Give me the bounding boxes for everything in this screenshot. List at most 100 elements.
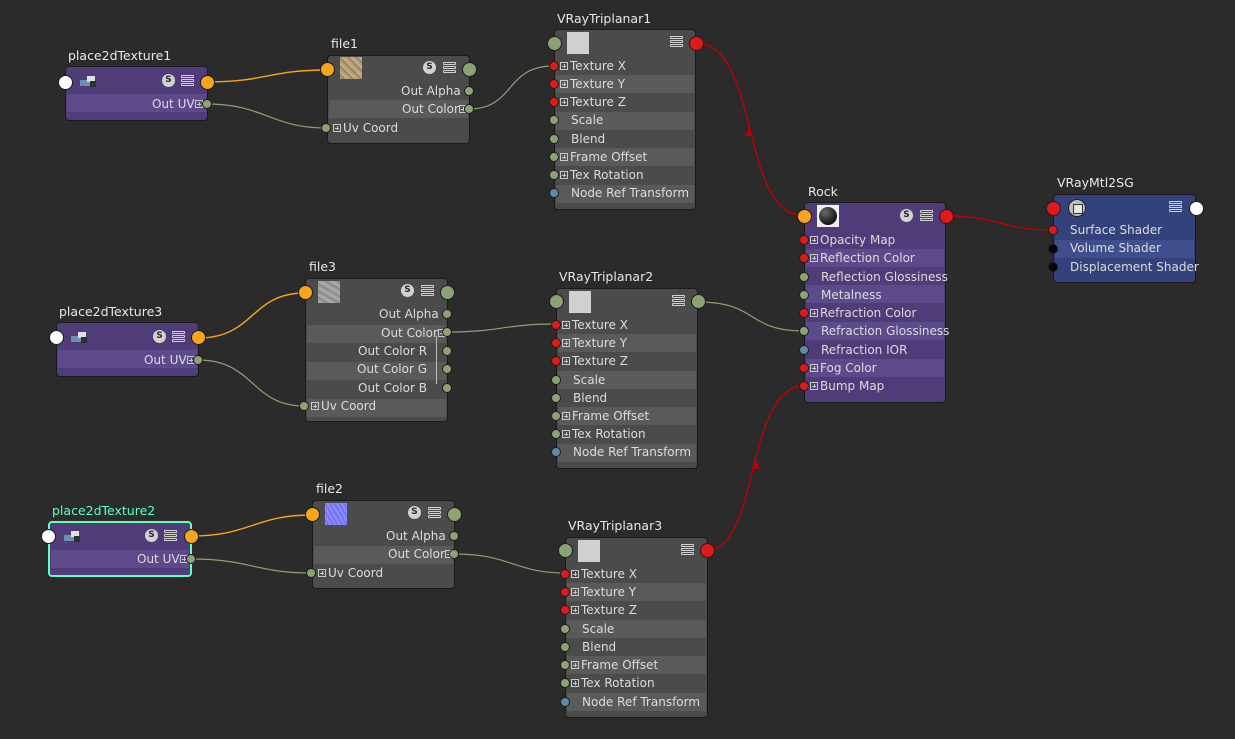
port-uv-coord[interactable]	[306, 568, 316, 578]
port-output[interactable]	[184, 529, 199, 544]
expand-plus-icon[interactable]	[560, 170, 568, 179]
swatch-badge-icon[interactable]: S	[401, 284, 414, 297]
port-opacity-map[interactable]	[799, 235, 809, 245]
expand-plus-icon[interactable]	[560, 152, 568, 161]
port-output[interactable]	[689, 36, 704, 51]
port-tex-rotation[interactable]	[560, 678, 570, 688]
port-texture-z[interactable]	[549, 97, 559, 107]
port-frame-offset[interactable]	[549, 152, 559, 162]
port-displacement-shader[interactable]	[1048, 262, 1058, 272]
port-out-color-g[interactable]	[442, 364, 452, 374]
attribute-menu-icon[interactable]	[421, 285, 434, 297]
port-refraction-glossiness[interactable]	[799, 326, 809, 336]
port-scale[interactable]	[551, 375, 561, 385]
attribute-menu-icon[interactable]	[172, 331, 185, 343]
expand-plus-icon[interactable]	[562, 338, 570, 347]
expand-plus-icon[interactable]	[571, 660, 579, 669]
port-refraction-ior[interactable]	[799, 345, 809, 355]
expand-plus-icon[interactable]	[318, 568, 326, 577]
port-volume-shader[interactable]	[1048, 244, 1058, 254]
port-input[interactable]	[558, 543, 573, 558]
swatch-badge-icon[interactable]: S	[408, 506, 421, 519]
node-rock[interactable]	[804, 202, 946, 403]
attribute-menu-icon[interactable]	[164, 530, 177, 542]
port-input[interactable]	[1046, 201, 1061, 216]
port-out-color[interactable]	[449, 549, 459, 559]
port-texture-x[interactable]	[549, 61, 559, 71]
expand-plus-icon[interactable]	[560, 61, 568, 70]
port-fog-color[interactable]	[799, 363, 809, 373]
port-node-ref-transform[interactable]	[551, 447, 561, 457]
port-tex-rotation[interactable]	[549, 170, 559, 180]
port-blend[interactable]	[560, 642, 570, 652]
expand-plus-icon[interactable]	[810, 308, 818, 317]
port-output[interactable]	[447, 507, 462, 522]
expand-plus-icon[interactable]	[810, 363, 818, 372]
port-out-alpha[interactable]	[449, 531, 459, 541]
port-frame-offset[interactable]	[551, 411, 561, 421]
attribute-menu-icon[interactable]	[181, 75, 194, 87]
port-input[interactable]	[305, 507, 320, 522]
attribute-menu-icon[interactable]	[670, 36, 683, 48]
expand-plus-icon[interactable]	[560, 97, 568, 106]
port-uv-coord[interactable]	[299, 401, 309, 411]
port-texture-y[interactable]	[549, 79, 559, 89]
port-input[interactable]	[58, 75, 73, 90]
expand-plus-icon[interactable]	[311, 401, 319, 410]
port-metalness[interactable]	[799, 290, 809, 300]
port-refraction-color[interactable]	[799, 308, 809, 318]
swatch-badge-icon[interactable]: S	[153, 330, 166, 343]
port-output[interactable]	[700, 543, 715, 558]
port-out-alpha[interactable]	[442, 309, 452, 319]
port-out-alpha[interactable]	[464, 86, 474, 96]
attribute-menu-icon[interactable]	[443, 62, 456, 74]
port-texture-x[interactable]	[560, 569, 570, 579]
node-place2dtexture1[interactable]	[65, 66, 208, 121]
port-texture-y[interactable]	[560, 587, 570, 597]
node-file2[interactable]	[312, 500, 455, 589]
swatch-badge-icon[interactable]: S	[162, 74, 175, 87]
expand-plus-icon[interactable]	[560, 79, 568, 88]
port-uv-coord[interactable]	[321, 123, 331, 133]
port-output[interactable]	[200, 75, 215, 90]
port-texture-x[interactable]	[551, 320, 561, 330]
expand-plus-icon[interactable]	[562, 429, 570, 438]
port-node-ref-transform[interactable]	[560, 697, 570, 707]
port-bump-map[interactable]	[799, 381, 809, 391]
port-input[interactable]	[49, 330, 64, 345]
port-out-uv[interactable]	[186, 554, 196, 564]
port-out-color[interactable]	[464, 104, 474, 114]
expand-plus-icon[interactable]	[571, 678, 579, 687]
attribute-menu-icon[interactable]	[672, 295, 685, 307]
port-texture-z[interactable]	[560, 605, 570, 615]
node-place2dtexture3[interactable]	[56, 322, 199, 377]
port-input[interactable]	[298, 285, 313, 300]
port-surface-shader[interactable]	[1048, 225, 1058, 235]
port-input[interactable]	[320, 62, 335, 77]
port-out-uv[interactable]	[202, 99, 212, 109]
port-out-color-r[interactable]	[442, 346, 452, 356]
attribute-menu-icon[interactable]	[1169, 201, 1182, 213]
port-output[interactable]	[462, 62, 477, 77]
port-input[interactable]	[41, 529, 56, 544]
port-output[interactable]	[440, 285, 455, 300]
port-output[interactable]	[691, 294, 706, 309]
port-output[interactable]	[191, 330, 206, 345]
port-reflection-color[interactable]	[799, 253, 809, 263]
swatch-badge-icon[interactable]: S	[423, 61, 436, 74]
port-input[interactable]	[549, 294, 564, 309]
port-input[interactable]	[547, 36, 562, 51]
port-out-color[interactable]	[442, 327, 452, 337]
port-blend[interactable]	[551, 393, 561, 403]
port-output[interactable]	[939, 209, 954, 224]
port-texture-y[interactable]	[551, 338, 561, 348]
port-out-color-b[interactable]	[442, 383, 452, 393]
expand-plus-icon[interactable]	[562, 320, 570, 329]
expand-plus-icon[interactable]	[562, 356, 570, 365]
port-texture-z[interactable]	[551, 356, 561, 366]
attribute-menu-icon[interactable]	[428, 507, 441, 519]
expand-plus-icon[interactable]	[571, 605, 579, 614]
port-tex-rotation[interactable]	[551, 429, 561, 439]
expand-plus-icon[interactable]	[571, 569, 579, 578]
node-vraytriplanar2[interactable]	[556, 288, 698, 469]
